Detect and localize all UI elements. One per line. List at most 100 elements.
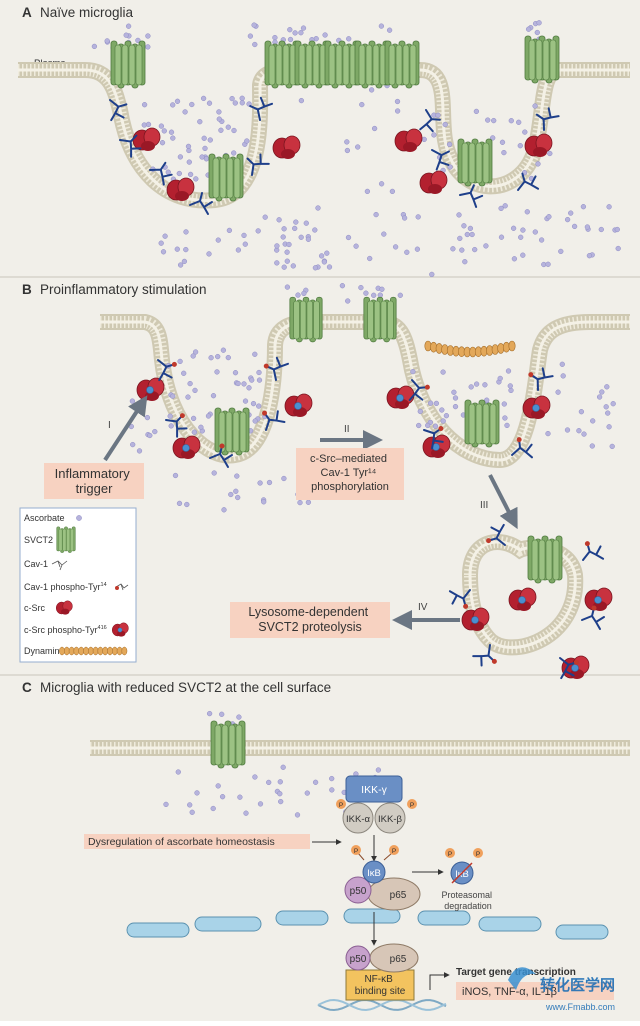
ascorbate-molecule (145, 44, 151, 50)
ascorbate-molecule (363, 290, 369, 296)
ascorbate-molecule (251, 22, 257, 28)
c-src-kinase (386, 385, 415, 409)
c-src-lobe (61, 608, 70, 615)
caveolin-1 (209, 443, 233, 468)
ascorbate-molecule (219, 711, 225, 717)
ascorbate-molecule (304, 790, 310, 796)
ascorbate-molecule (210, 805, 216, 812)
dna-strand (317, 998, 447, 1012)
degradation-label-line2: degradation (444, 901, 492, 911)
ascorbate-molecule (535, 161, 541, 167)
ascorbate-molecule (520, 227, 526, 233)
svct2-helix-front (221, 724, 229, 766)
dna-strand (317, 998, 447, 1012)
ascorbate-molecule (379, 286, 385, 292)
ascorbate-molecule (241, 381, 247, 387)
c-src-lobe (533, 147, 547, 157)
ascorbate-molecule (606, 424, 612, 430)
ascorbate-molecule (252, 774, 258, 780)
ascorbate-molecule (208, 355, 214, 361)
c-src-kinase (394, 128, 423, 152)
step-iv-label: IV (418, 602, 428, 613)
c-src-kinase (166, 177, 195, 201)
svct2-helix-front (409, 44, 417, 86)
ascorbate-molecule (256, 403, 262, 409)
caveolin-1 (582, 541, 605, 561)
panel-a-title: Naïve microglia (40, 5, 134, 20)
caveolin-strand (431, 149, 450, 171)
ascorbate-molecule (168, 423, 174, 429)
ascorbate-molecule (177, 154, 184, 160)
svct2-helix-front (365, 44, 373, 86)
nfkb-binding-site (345, 969, 415, 1001)
ascorbate-molecule (136, 448, 143, 454)
ascorbate-molecule (305, 499, 312, 505)
ascorbate-molecule (560, 373, 566, 379)
ascorbate-molecule (206, 251, 212, 257)
ascorbate-molecule (182, 109, 188, 115)
caveolin-1 (408, 379, 430, 401)
ascorbate-molecule (295, 292, 301, 298)
caveolin-phospho-site (424, 384, 430, 390)
svct2-helix-front (461, 142, 469, 184)
ascorbate-molecule (189, 809, 195, 815)
legend-csrc-phospho-icon (111, 622, 129, 637)
svct2-helix-front (489, 403, 497, 445)
svct2-helix-front (374, 300, 381, 340)
ascorbate-molecule (431, 132, 437, 138)
dna-helix (317, 998, 447, 1012)
ascorbate-molecule (175, 769, 181, 775)
trigger-label-line2: trigger (76, 481, 114, 496)
caveolin-1 (149, 161, 173, 186)
ascorbate-molecule (339, 283, 346, 289)
svct2-helix-front (531, 539, 539, 581)
panel-c-title: Microglia with reduced SVCT2 at the cell… (40, 680, 331, 695)
svct2-transporter (289, 296, 323, 343)
ascorbate-molecule (298, 234, 304, 240)
c-src-kinase (55, 600, 73, 615)
ascorbate-molecule (272, 34, 278, 41)
watermark-url: www.Fmabb.com (545, 1002, 615, 1012)
ascorbate-molecule (507, 383, 513, 389)
legend-cav1-phospho-label: Cav-1 phospho-Tyr14 (24, 582, 107, 592)
ascorbate-molecule (345, 298, 351, 304)
proteolysis-label: Lysosome-dependent SVCT2 proteolysis (248, 605, 371, 634)
ascorbate-molecule (293, 219, 299, 225)
svct2-helix-front (335, 44, 343, 86)
ascorbate-molecule (287, 36, 294, 43)
ascorbate-molecule (517, 143, 523, 149)
ascorbate-molecule (378, 181, 385, 187)
caveolin-1 (119, 134, 142, 158)
ascorbate-molecule (277, 791, 283, 797)
ascorbate-molecule (377, 292, 383, 298)
trigger-label-line1: Inflammatory (55, 466, 131, 481)
nuclear-p65-label: p65 (390, 954, 407, 965)
nfkb-label-line1: NF-κB (364, 974, 393, 985)
ascorbate-molecule (615, 245, 621, 252)
svct2-helix-front (226, 157, 234, 199)
ascorbate-molecule (536, 20, 542, 26)
svct2-helix-front (313, 300, 320, 340)
ascorbate-molecule (192, 387, 198, 394)
ascorbate-molecule (235, 494, 241, 501)
ascorbate-molecule (482, 382, 488, 388)
degraded-cross (451, 862, 473, 884)
ascorbate-molecule (220, 347, 227, 353)
legend-dynamin-unit (68, 646, 75, 656)
degradation-label-line1: Proteasomal (441, 890, 492, 900)
ascorbate-molecule (280, 764, 286, 770)
ascorbate-molecule (184, 501, 190, 508)
caveolin-phospho-site (179, 413, 185, 419)
ascorbate-molecule (312, 779, 319, 785)
ascorbate-molecule (305, 236, 312, 242)
ascorbate-molecule (429, 271, 435, 278)
caveolin-strand (517, 172, 540, 191)
svct2-transporter (210, 720, 246, 769)
proteolysis-label-line1: Lysosome-dependent (248, 605, 368, 619)
ascorbate-molecule (397, 292, 403, 298)
caveolin-strand (581, 607, 605, 630)
degradation-label: Proteasomal degradation (441, 890, 494, 911)
legend-dynamin-unit (102, 646, 109, 656)
ascorbate-molecule (246, 385, 252, 391)
ascorbate-molecule (165, 169, 171, 175)
